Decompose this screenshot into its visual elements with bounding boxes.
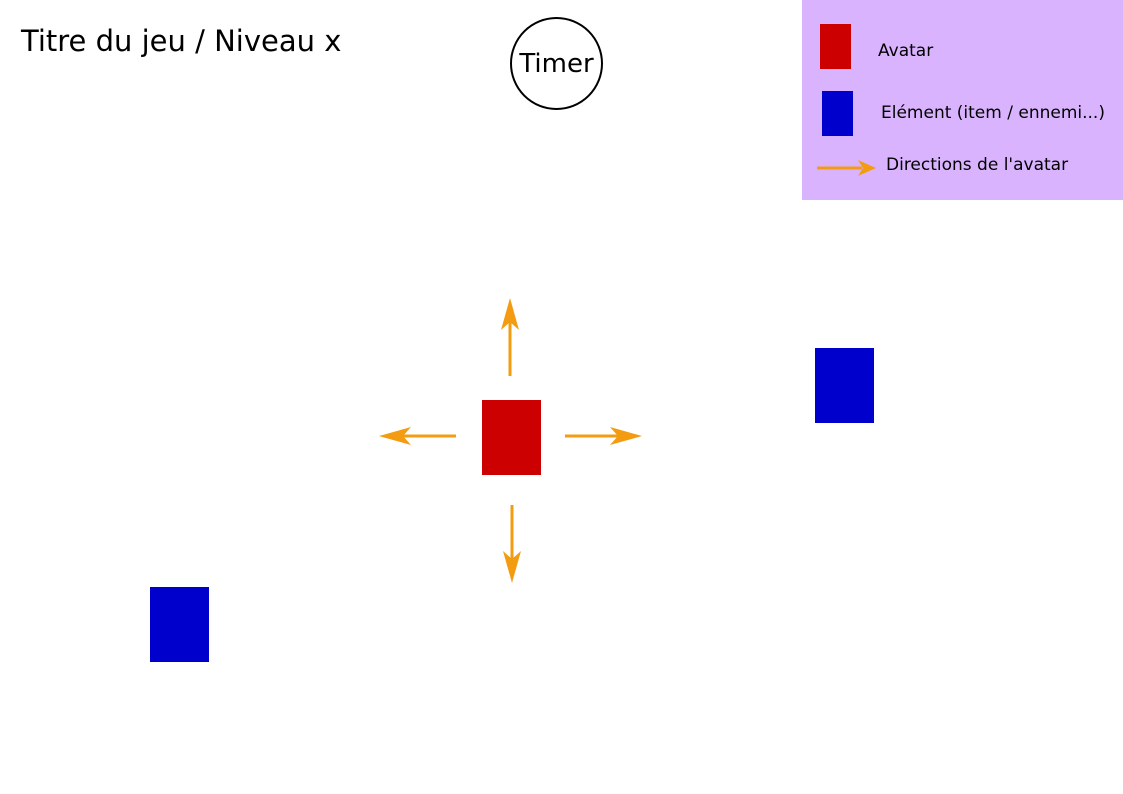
timer-label: Timer [519,48,594,79]
legend-element-label: Elément (item / ennemi...) [881,103,1105,123]
legend-element-swatch [822,91,853,136]
element-block[interactable] [815,348,874,423]
element-block[interactable] [150,587,209,662]
legend-direction-label: Directions de l'avatar [886,155,1069,175]
arrow-left-icon [379,427,456,445]
avatar[interactable] [482,400,541,475]
legend-avatar-label: Avatar [878,41,934,61]
legend-direction-arrow-icon [817,160,876,176]
legend-panel: Avatar Elément (item / ennemi...) Direct… [802,0,1123,200]
arrow-right-icon [565,427,642,445]
arrow-up-icon [501,298,519,376]
legend-avatar-swatch [820,24,851,69]
game-title: Titre du jeu / Niveau x [21,24,342,58]
arrow-down-icon [503,505,521,583]
timer: Timer [510,17,603,110]
